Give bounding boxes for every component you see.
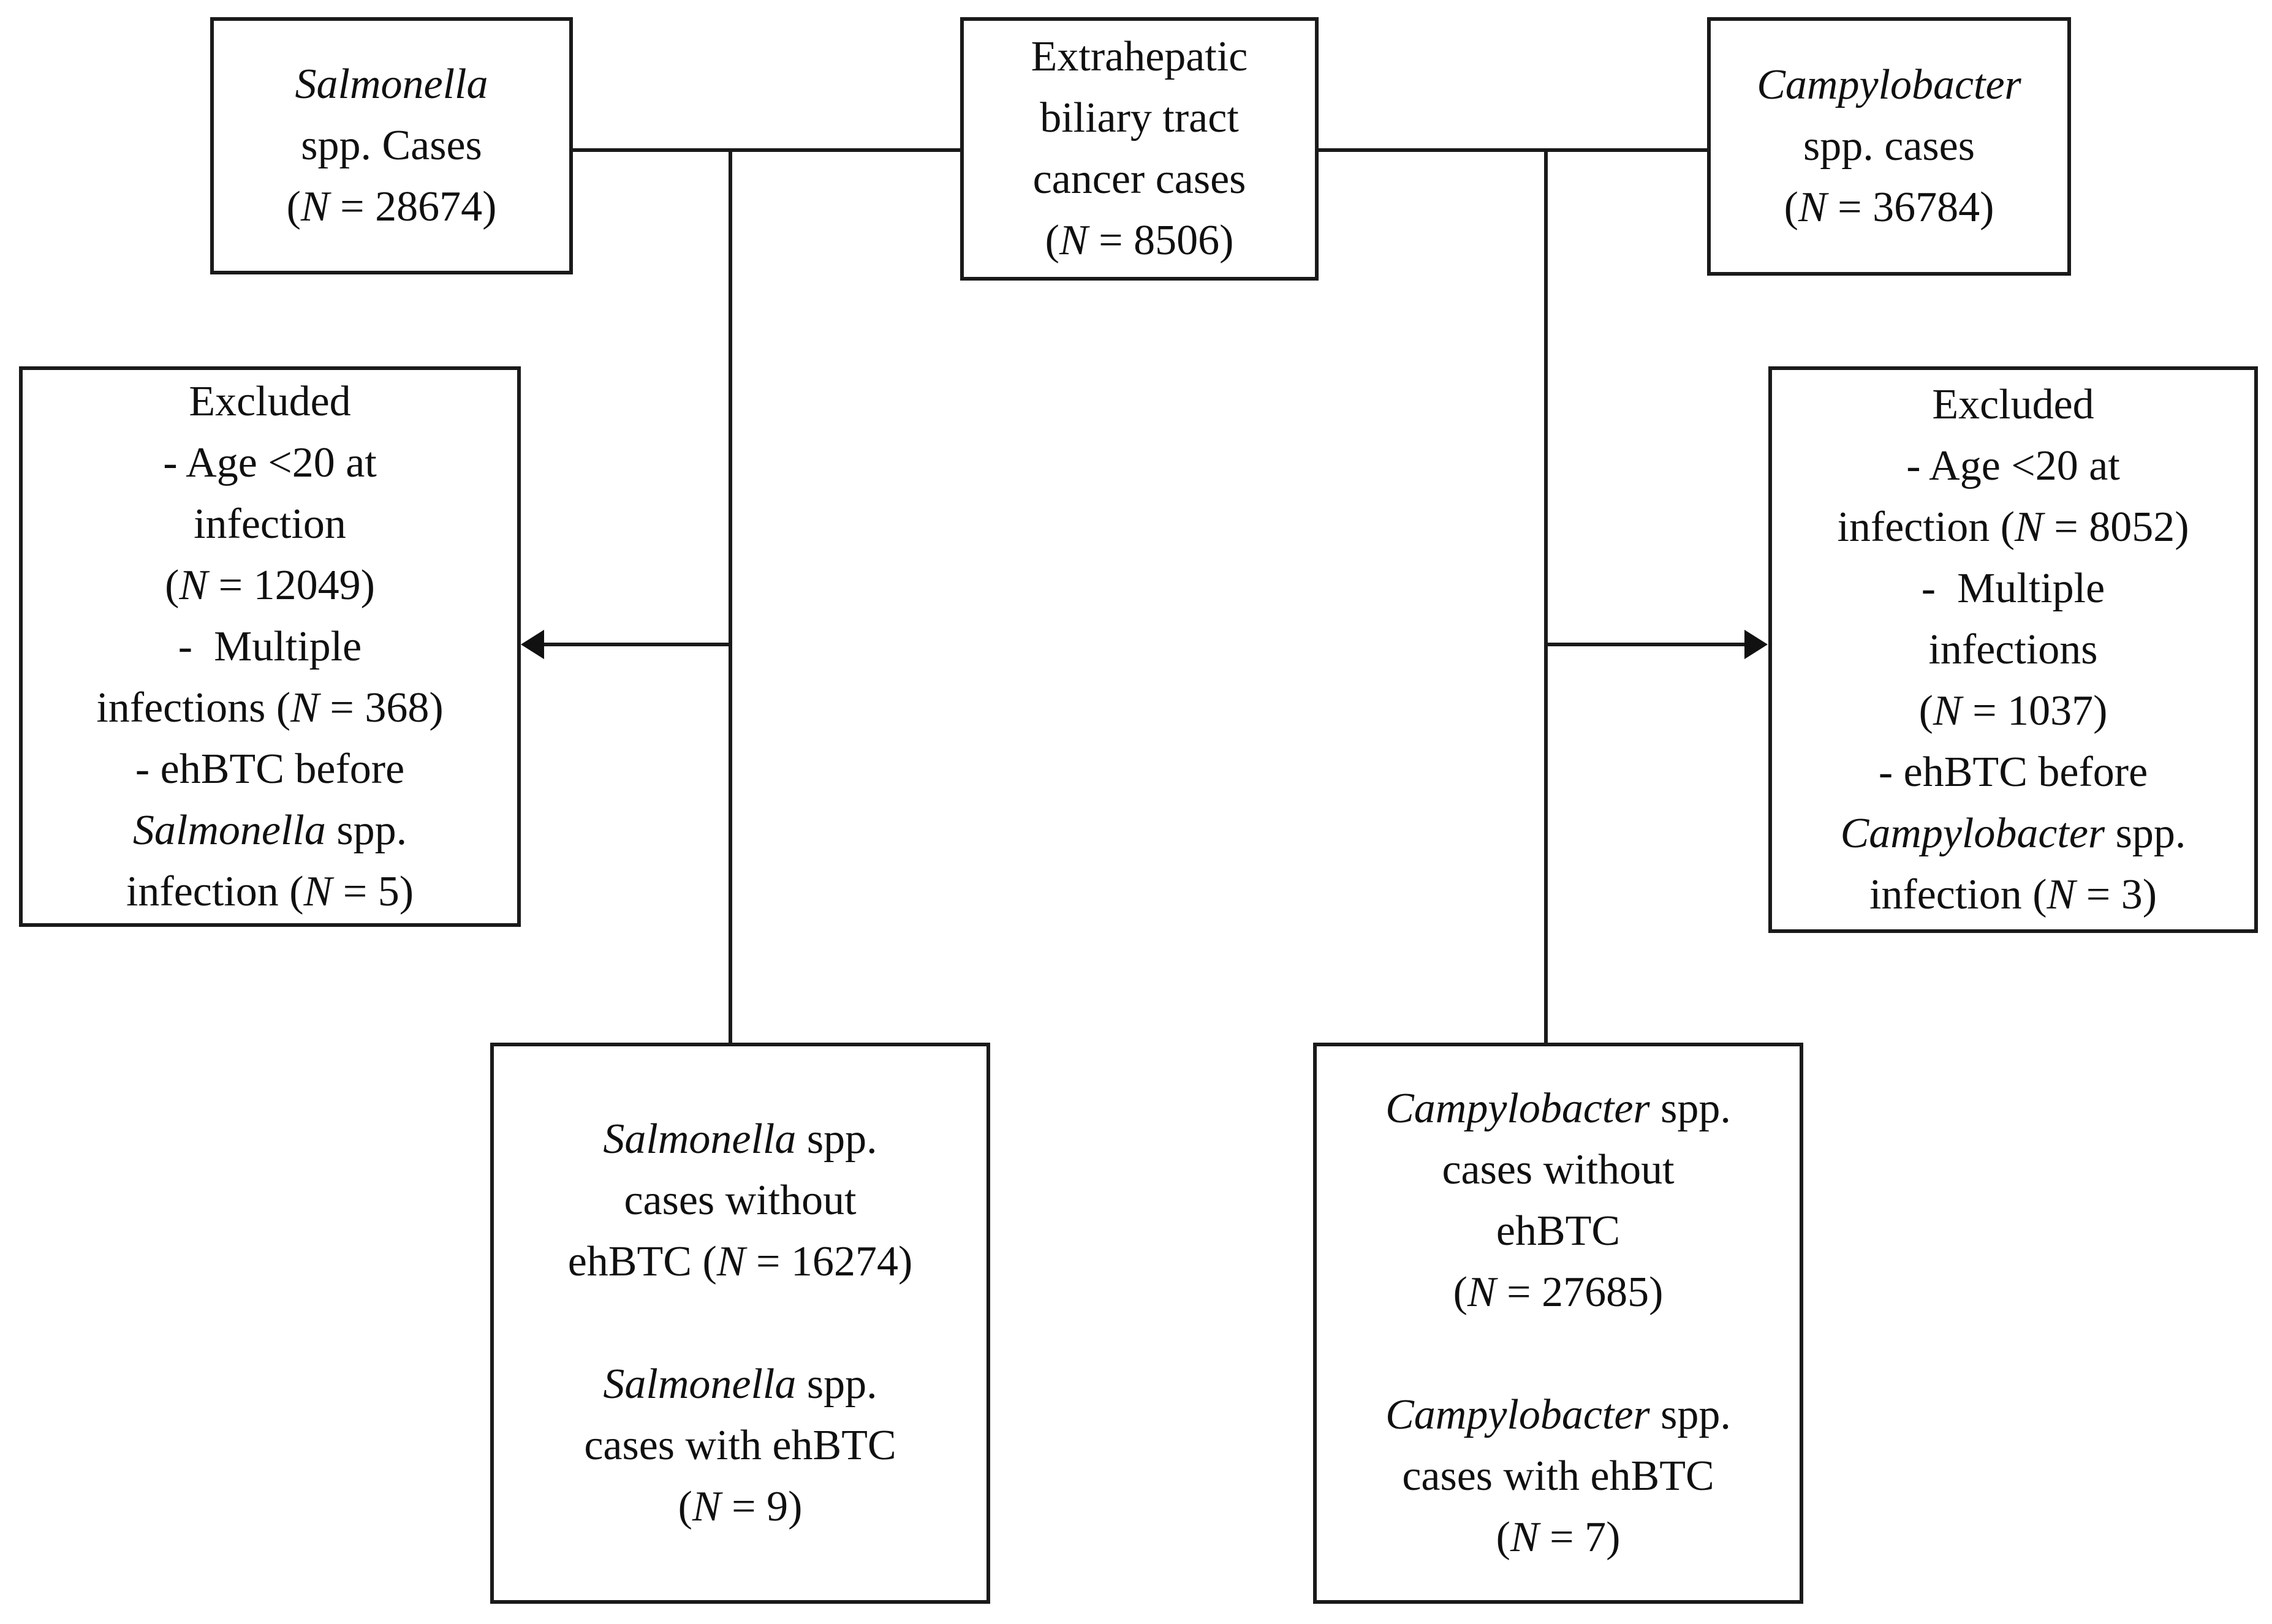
text-line: Campylobacter spp. [1840,809,2186,857]
text-line: Salmonella spp. [603,1116,877,1163]
text-line: Campylobacter spp. [1385,1085,1731,1132]
text-line: Salmonella [295,61,488,108]
text-line: cases with ehBTC [1402,1452,1714,1500]
connector-to-salmonella-excluded [542,643,732,646]
text-line: Excluded [189,377,351,425]
text-line: infections [1928,625,2098,673]
node-salmonella-excluded: Excluded - Age <20 at infection (N = 12049)… [19,366,521,927]
node-campylobacter-outcome: Campylobacter spp. cases without ehBTC (N =… [1313,1043,1803,1604]
text-line: (N = 27685) [1453,1269,1664,1316]
text-line: Extrahepatic [1031,33,1248,80]
text-line: Salmonella spp. [132,806,407,854]
text-line [500,1293,980,1354]
text-line [1323,1323,1793,1384]
text-line: (N = 9) [678,1483,803,1530]
text-line: - Multiple [178,622,362,670]
connector-center-to-campylobacter [1319,148,1707,152]
arrowhead-right-icon [1744,630,1768,659]
text-line: (N = 36784) [1784,184,1994,231]
text-line: infection [194,500,346,548]
text-line: - ehBTC before [135,745,405,793]
text-line: biliary tract [1040,94,1239,142]
node-salmonella-outcome: Salmonella spp. cases without ehBTC (N = 1… [490,1043,990,1604]
text-line: (N = 1037) [1918,687,2108,735]
node-extrahepatic-biliary-tract-cancer-cases: Extrahepatic biliary tract cancer cases (N … [960,17,1319,281]
text-line: (N = 8506) [1045,217,1234,264]
node-campylobacter-excluded: Excluded - Age <20 at infection (N = 8052)… [1768,366,2258,933]
text-line: (N = 12049) [165,561,375,609]
connector-salmonella-to-center [573,148,960,152]
text-line: ehBTC [1496,1207,1621,1255]
text-line: ehBTC (N = 16274) [567,1238,913,1285]
text-line: infections (N = 368) [96,684,444,731]
connector-campylobacter-branch [1544,148,1548,1043]
text-line: Campylobacter spp. [1385,1391,1731,1438]
text-line: infection (N = 8052) [1837,503,2189,551]
text-line: cases without [624,1177,857,1224]
text-line: (N = 7) [1496,1514,1621,1561]
text-line: - ehBTC before [1878,748,2148,796]
text-line: Excluded [1932,380,2094,428]
node-campylobacter-cases: Campylobacter spp. cases (N = 36784) [1707,17,2071,276]
text-line: cases with ehBTC [584,1422,896,1469]
text-line: cases without [1442,1146,1675,1193]
text-line: - Age <20 at [163,439,377,486]
text-line: Salmonella spp. [603,1361,877,1408]
text-line: infection (N = 3) [1869,871,2157,918]
text-line: (N = 28674) [286,183,497,230]
node-salmonella-cases: Salmonella spp. Cases (N = 28674) [210,17,573,274]
text-line: spp. Cases [301,122,482,169]
text-line: Campylobacter [1757,61,2021,108]
connector-salmonella-branch [729,148,732,1043]
connector-to-campylobacter-excluded [1544,643,1746,646]
text-line: infection (N = 5) [126,867,414,915]
text-line: spp. cases [1803,123,1975,170]
text-line: - Age <20 at [1906,442,2120,489]
arrowhead-left-icon [521,630,544,659]
text-line: - Multiple [1921,564,2105,612]
text-line: cancer cases [1032,156,1246,203]
